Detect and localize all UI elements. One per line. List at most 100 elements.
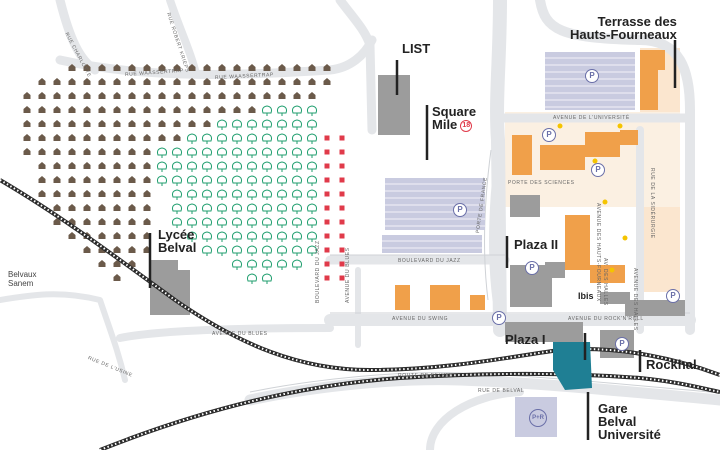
road-north: [166, 0, 199, 74]
tree-icon: [247, 273, 257, 284]
house-icon: [218, 106, 226, 113]
house-icon: [143, 134, 151, 141]
house-icon: [68, 204, 76, 211]
tree-icon: [307, 119, 317, 130]
label-belvaux-line2: Sanem: [8, 279, 34, 289]
office-icon: [339, 205, 345, 211]
tree-icon: [187, 217, 197, 228]
street-av-halles: AV. DES HALLES: [602, 258, 608, 306]
house-icon: [293, 92, 301, 99]
house-icon: [83, 176, 91, 183]
tree-icon: [172, 175, 182, 186]
tree-icon: [247, 189, 257, 200]
house-icon: [113, 190, 121, 197]
label-gare: Gare Belval Université: [598, 402, 661, 441]
label-rockhal: Rockhal: [646, 357, 697, 372]
tree-icon: [277, 147, 287, 158]
house-icon: [98, 120, 106, 127]
tree-icon: [172, 217, 182, 228]
house-icon: [158, 120, 166, 127]
house-icon: [143, 162, 151, 169]
tree-icon: [292, 161, 302, 172]
label-terrasse-line2: Hauts-Fourneaux: [570, 27, 677, 42]
house-icon: [83, 190, 91, 197]
tree-icon: [262, 273, 272, 284]
label-terrasse: Terrasse des Hauts-Fourneaux: [570, 15, 677, 41]
house-icon: [113, 218, 121, 225]
office-icon: [324, 163, 330, 169]
house-icon: [248, 64, 256, 71]
street-avenue-hauts-fourneaux: AVENUE DES HAUTS-FOURNEAUX: [595, 203, 601, 302]
tree-icon: [262, 245, 272, 256]
house-icon: [83, 204, 91, 211]
tree-icon: [247, 203, 257, 214]
tree-icon: [277, 105, 287, 116]
tree-icon: [172, 203, 182, 214]
tree-icon: [202, 217, 212, 228]
office-icon: [339, 135, 345, 141]
house-icon: [98, 134, 106, 141]
tree-icon: [157, 175, 167, 186]
tree-icon: [292, 105, 302, 116]
house-icon: [278, 92, 286, 99]
house-icon: [128, 162, 136, 169]
house-icon: [83, 64, 91, 71]
house-icon: [143, 190, 151, 197]
house-icon: [128, 176, 136, 183]
house-icon: [203, 64, 211, 71]
house-icon: [158, 78, 166, 85]
park-trees-area: [157, 105, 317, 284]
tree-icon: [262, 105, 272, 116]
house-icon: [53, 134, 61, 141]
house-icon: [68, 162, 76, 169]
tree-icon: [277, 217, 287, 228]
tree-icon: [307, 203, 317, 214]
house-icon: [158, 134, 166, 141]
tree-icon: [202, 133, 212, 144]
tree-icon: [172, 147, 182, 158]
office-icon: [339, 275, 345, 281]
house-icon: [113, 64, 121, 71]
parking-stripes: [382, 57, 635, 249]
tree-icon: [262, 161, 272, 172]
house-icon: [248, 78, 256, 85]
house-icon: [188, 92, 196, 99]
office-icon: [324, 219, 330, 225]
parking-marker: P: [542, 128, 556, 142]
label-plaza2: Plaza II: [514, 237, 559, 252]
tree-icon: [217, 245, 227, 256]
house-icon: [83, 78, 91, 85]
parking-mid: [382, 235, 482, 253]
house-icon: [188, 120, 196, 127]
house-icon: [38, 120, 46, 127]
house-icon: [53, 218, 61, 225]
label-belvaux: Belvaux Sanem: [8, 270, 36, 288]
house-icon: [128, 64, 136, 71]
house-icon: [233, 92, 241, 99]
house-icon: [263, 64, 271, 71]
railway: [0, 178, 720, 450]
house-icon: [128, 92, 136, 99]
street-avenue-swing: AVENUE DU SWING: [392, 316, 449, 322]
label-gare-line1: Gare: [598, 401, 628, 416]
house-icon: [68, 232, 76, 239]
house-icon: [68, 190, 76, 197]
office-icon: [324, 261, 330, 267]
tree-icon: [262, 119, 272, 130]
tree-icon: [202, 147, 212, 158]
tree-icon: [247, 119, 257, 130]
house-icon: [143, 78, 151, 85]
tree-icon: [247, 147, 257, 158]
house-icon: [83, 134, 91, 141]
house-icon: [263, 78, 271, 85]
tree-icon: [307, 217, 317, 228]
house-icon: [173, 106, 181, 113]
grey-block-3: [545, 262, 565, 278]
house-icon: [38, 78, 46, 85]
tree-icon: [262, 259, 272, 270]
office-icon: [324, 191, 330, 197]
house-icon: [113, 232, 121, 239]
road-south-loop: [426, 388, 524, 450]
orange-block-h: [430, 285, 460, 310]
tree-icon: [292, 259, 302, 270]
